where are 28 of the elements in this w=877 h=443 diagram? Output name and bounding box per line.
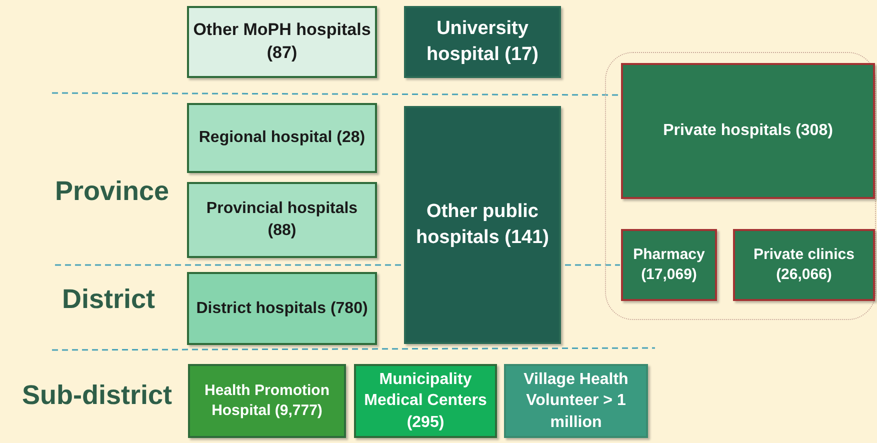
dotted-region xyxy=(605,52,876,320)
box-label: Provincial hospitals (88) xyxy=(205,199,359,241)
level-label: District xyxy=(62,284,156,315)
level-label: Sub-district xyxy=(22,380,172,411)
category-box xyxy=(188,364,346,438)
category-box xyxy=(404,6,561,78)
category-box xyxy=(404,106,561,344)
box-label: Health Promotion Hospital (9,777) xyxy=(203,380,330,421)
category-box xyxy=(187,272,377,345)
box-label: Other MoPH hospitals (87) xyxy=(193,19,371,64)
category-box xyxy=(621,229,717,301)
box-label: Private hospitals (308) xyxy=(663,121,833,142)
category-box xyxy=(187,6,377,78)
box-label: Village Health Volunteer > 1 million xyxy=(522,370,630,433)
category-box xyxy=(504,364,648,438)
box-label: Pharmacy (17,069) xyxy=(632,244,706,285)
category-box xyxy=(621,63,875,199)
box-label: District hospitals (780) xyxy=(196,298,368,319)
box-label: Private clinics (26,066) xyxy=(752,244,856,285)
box-label: University hospital (17) xyxy=(426,17,540,67)
box-label: Municipality Medical Centers (295) xyxy=(363,370,488,433)
level-label: Province xyxy=(55,176,170,207)
category-box xyxy=(733,229,875,301)
box-label: Regional hospital (28) xyxy=(198,128,366,148)
category-box xyxy=(187,103,377,173)
category-box xyxy=(187,182,377,258)
category-box xyxy=(354,364,497,438)
box-label: Other public hospitals (141) xyxy=(414,200,550,250)
